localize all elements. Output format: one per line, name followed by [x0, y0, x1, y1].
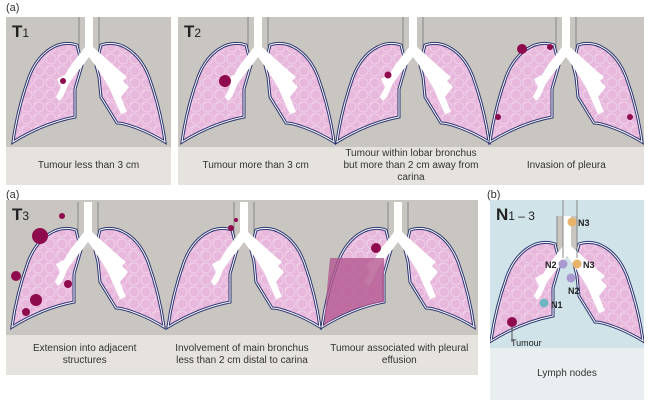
t2-panel: T2 Tumour more than 3 cm Tumour within l… — [178, 17, 644, 185]
stage-letter: T — [12, 205, 23, 224]
tumour-marker — [11, 271, 21, 281]
tumour-marker — [60, 78, 66, 84]
stage-letter: T — [12, 22, 23, 41]
lymph-node-n3 — [572, 259, 582, 269]
tumour-marker — [384, 71, 392, 79]
stage-sub: 1 — [22, 26, 30, 40]
tumour-marker — [627, 114, 633, 120]
t1-lung-diagram — [11, 17, 167, 144]
node-label: N3 — [583, 260, 595, 270]
stage-letter: N — [496, 205, 509, 224]
stage-sub: 2 — [194, 26, 202, 40]
node-label: N3 — [578, 218, 590, 228]
n-lung-diagram: N3 N2 N3 N2 N1 Tumour — [490, 200, 644, 348]
tumour-label: Tumour — [511, 338, 542, 348]
tumour-marker — [547, 44, 553, 50]
caption: Tumour more than 3 cm — [202, 160, 309, 171]
t2-caption-band: Tumour more than 3 cm Tumour within loba… — [178, 147, 644, 185]
tumour-marker — [507, 317, 517, 327]
tumour-marker — [495, 114, 501, 120]
stage-letter: T — [184, 22, 195, 41]
stage-sub: 3 — [22, 209, 30, 223]
caption: Extension into adjacent structures — [32, 343, 137, 366]
tumour-marker — [59, 213, 65, 219]
n-stage-label: N1 – 3 — [496, 205, 535, 225]
t2-lung-diagrams — [180, 17, 644, 144]
t3-lung-diagrams — [10, 200, 476, 329]
n-panel: N3 N2 N3 N2 N1 Tumour N1 – 3 Lymph nodes — [490, 200, 644, 400]
tumour-marker — [234, 218, 238, 222]
tumour-marker — [22, 308, 30, 316]
caption: Invasion of pleura — [526, 160, 606, 171]
caption: Tumour within lobar bronchus but more th… — [343, 148, 479, 183]
node-label: N2 — [568, 286, 580, 296]
tumour-marker — [371, 243, 381, 253]
caption: Lymph nodes — [537, 368, 597, 379]
tumour-marker — [517, 44, 527, 54]
t3-caption-band: Extension into adjacent structures Invol… — [6, 335, 478, 375]
figure-label-a-bottom: (a) — [6, 189, 20, 201]
tumour-marker — [219, 75, 231, 87]
lymph-node-n1 — [539, 298, 549, 308]
node-label: N2 — [545, 260, 557, 270]
figure-label-b: (b) — [487, 189, 501, 201]
t3-panel: T3 Extension into adjacent structures In… — [6, 200, 478, 375]
caption: Tumour less than 3 cm — [37, 160, 140, 171]
tumour-marker — [32, 228, 48, 244]
pleural-effusion — [324, 258, 384, 326]
tumour-marker — [30, 294, 42, 306]
n-caption-band: Lymph nodes — [490, 348, 644, 400]
lymph-node-n3 — [567, 217, 577, 227]
caption: Tumour associated with pleural effusion — [330, 343, 469, 366]
tumour-marker — [64, 280, 72, 288]
caption: Involvement of main bronchus less than 2… — [175, 343, 309, 366]
lymph-node-n2 — [566, 273, 576, 283]
lymph-node-n2 — [558, 259, 568, 269]
figure-label-a-top: (a) — [6, 2, 20, 14]
tumour-marker — [228, 225, 234, 231]
t1-stage-label: T1 — [12, 22, 29, 42]
t1-panel: T1 Tumour less than 3 cm — [6, 17, 171, 185]
t3-stage-label: T3 — [12, 205, 29, 225]
stage-sub: 1 – 3 — [508, 209, 535, 223]
t1-caption-band: Tumour less than 3 cm — [6, 147, 171, 185]
t2-stage-label: T2 — [184, 22, 201, 42]
node-label: N1 — [551, 300, 563, 310]
